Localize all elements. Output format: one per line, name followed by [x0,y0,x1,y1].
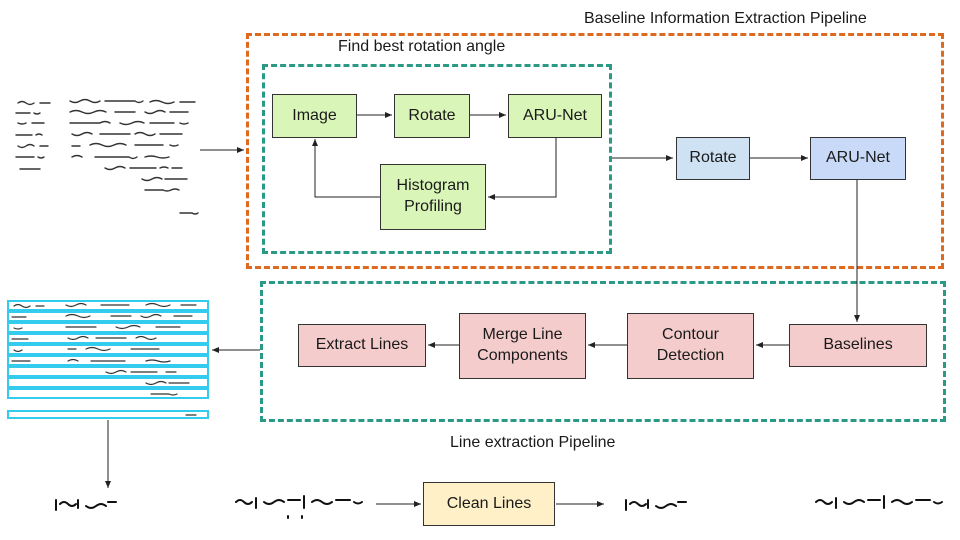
extract-lines-node: Extract Lines [298,324,426,367]
arunet-node: ARU-Net [508,94,602,138]
clean-lines-node: Clean Lines [423,482,555,526]
line-extraction-frame [260,281,946,422]
arunet-node-2: ARU-Net [810,137,906,180]
contour-label-line2: Detection [656,347,725,364]
rotation-search-title: Find best rotation angle [338,38,506,55]
merge-label-line1: Merge Line [482,326,563,344]
baseline-pipeline-title: Baseline Information Extraction Pipeline [584,10,867,27]
line-snippet-long [235,495,363,519]
rotate-node-2: Rotate [676,137,750,180]
rotation-search-frame [262,64,612,254]
line-snippet-short [55,499,117,511]
contour-label-line1: Contour [662,326,719,344]
arrow-arunet-to-histogram [488,137,557,200]
image-node: Image [272,94,357,138]
arrow-histogram-to-image [312,139,380,198]
input-document-thumbnail [15,98,199,215]
baseline-pipeline-frame [246,33,944,269]
clean-line-snippet-short [625,499,687,511]
line-extraction-title: Line extraction Pipeline [450,434,616,451]
merge-label-line2: Components [477,347,568,364]
histogram-label-line1: Histogram [396,177,470,195]
histogram-label-line2: Profiling [404,198,462,215]
segmented-document-thumbnail [7,300,209,419]
baselines-node: Baselines [789,324,927,367]
clean-line-snippet-long [815,495,943,509]
rotate-node: Rotate [394,94,470,138]
